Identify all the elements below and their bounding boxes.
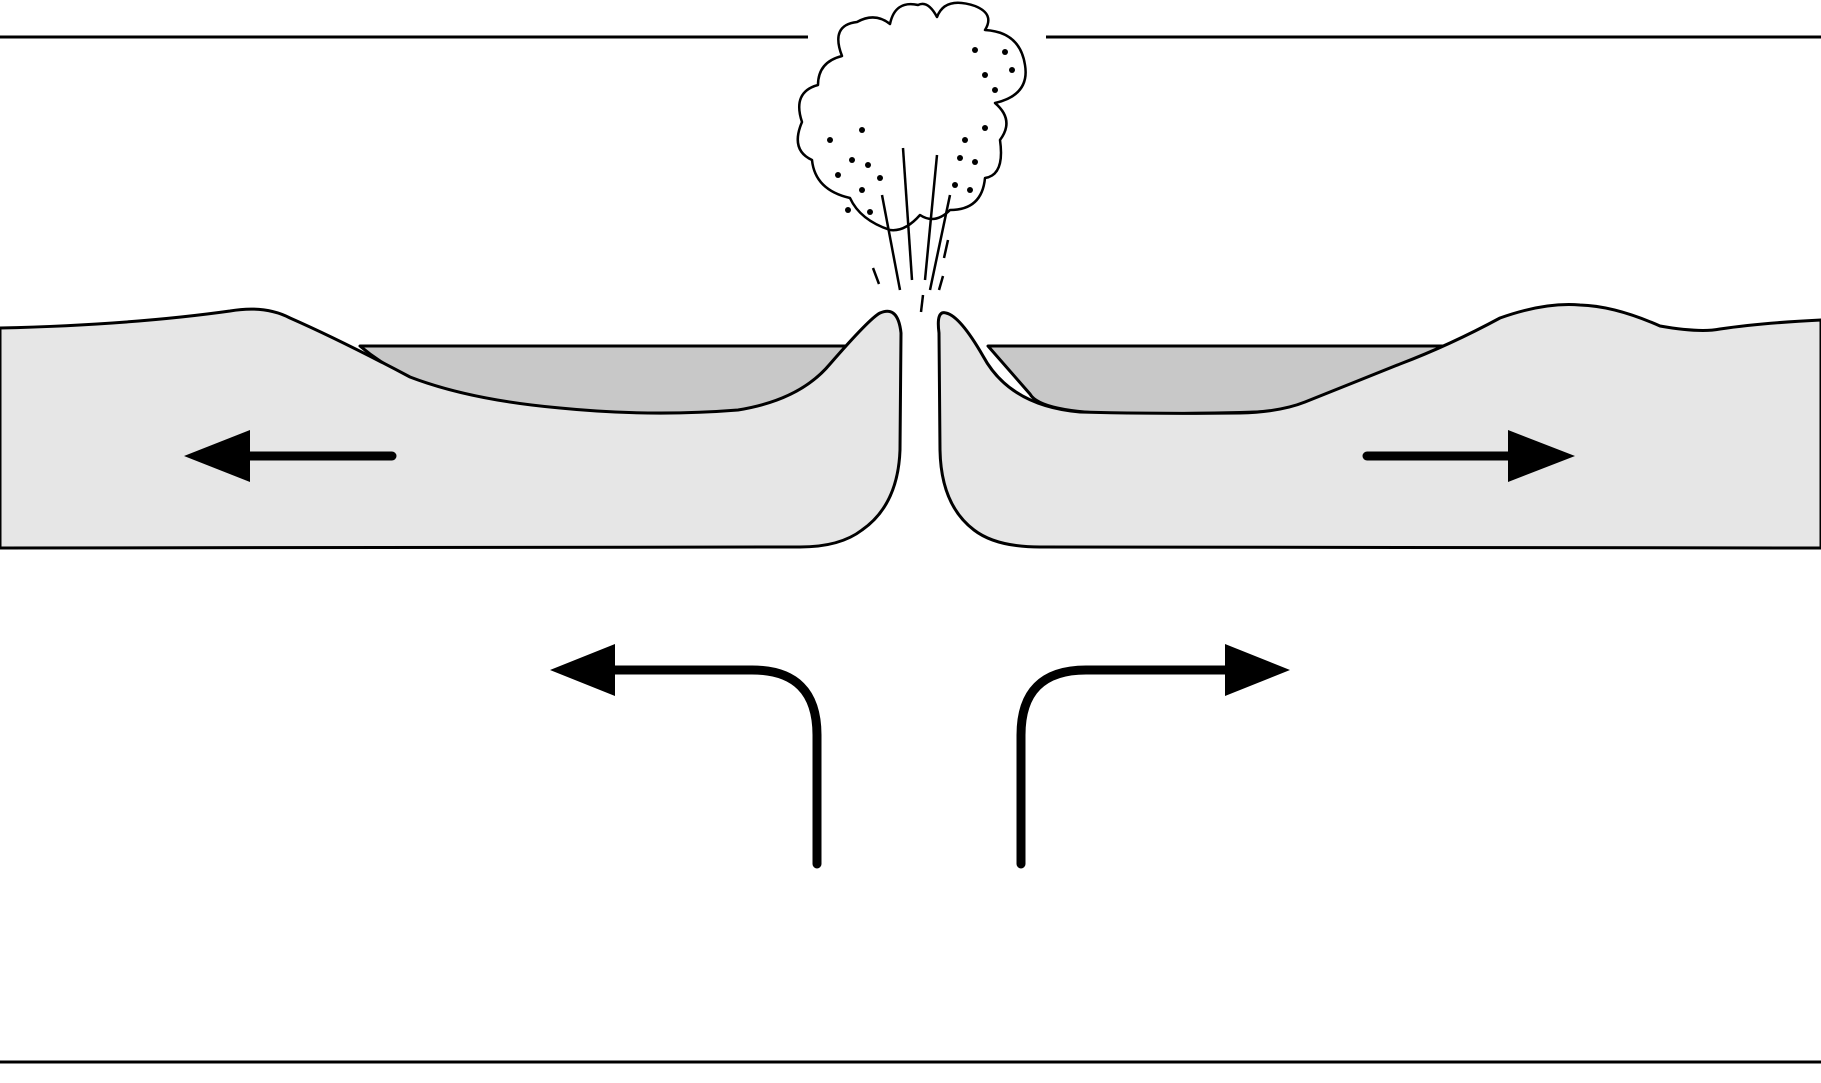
mantle-flow-arrow-left (550, 644, 822, 869)
plate-left (0, 307, 903, 550)
plate-motion-arrow-right (1362, 430, 1575, 482)
mantle-flow-arrow-right (1016, 644, 1290, 869)
plate-right (936, 303, 1821, 550)
ash-cloud (796, 1, 1027, 232)
plate-motion-arrow-left (184, 430, 397, 482)
eruption-jets (871, 147, 952, 313)
